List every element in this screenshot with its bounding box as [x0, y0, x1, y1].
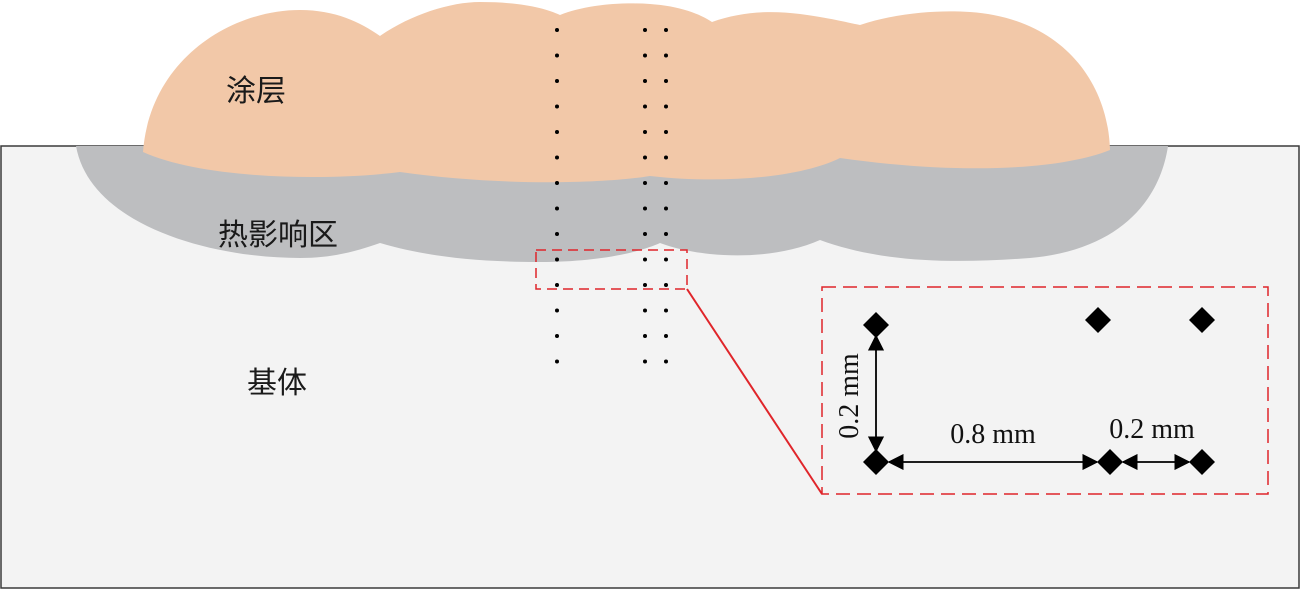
- substrate-label: 基体: [247, 366, 307, 401]
- horizontal-spacing-small-label: 0.2 mm: [1109, 414, 1195, 445]
- indentation-dot: [643, 232, 647, 236]
- haz-label: 热影响区: [218, 218, 338, 253]
- indentation-dot: [664, 334, 668, 338]
- indentation-dot: [643, 155, 647, 160]
- indentation-dot: [664, 232, 668, 236]
- indentation-dot: [555, 257, 559, 262]
- indentation-dot: [643, 28, 647, 32]
- coating-label: 涂层: [226, 74, 286, 109]
- magnified-region-outline: [535, 249, 688, 290]
- indentation-dot: [643, 308, 647, 313]
- indent-marker: [1097, 449, 1123, 475]
- indent-marker: [1189, 307, 1215, 333]
- indentation-dot: [664, 155, 668, 160]
- indentation-dot: [555, 130, 559, 134]
- indentation-dot: [664, 53, 668, 58]
- indentation-dot: [555, 28, 559, 32]
- indentation-dot: [664, 28, 668, 32]
- indentation-dot: [555, 181, 559, 185]
- indentation-dot: [643, 130, 647, 134]
- coating-layer: [143, 2, 1110, 183]
- indentation-dot: [664, 308, 668, 313]
- indent-marker: [1189, 449, 1215, 475]
- indentation-dot: [555, 79, 559, 83]
- indentation-dot: [664, 181, 668, 185]
- indentation-dot: [555, 283, 559, 287]
- vertical-spacing-label: 0.2 mm: [834, 353, 865, 439]
- indent-marker: [863, 312, 889, 338]
- indentation-dot-columns: [555, 28, 668, 364]
- indent-marker: [1085, 307, 1111, 333]
- indentation-dot: [643, 181, 647, 185]
- indentation-dot: [555, 359, 559, 364]
- zoom-connector-line: [686, 288, 823, 495]
- indentation-dot: [664, 359, 668, 364]
- indentation-dot: [555, 155, 559, 160]
- indentation-dot: [555, 53, 559, 58]
- indentation-dot: [555, 104, 559, 109]
- indentation-dot: [643, 53, 647, 58]
- indentation-dot: [643, 359, 647, 364]
- indentation-dot: [555, 334, 559, 338]
- indentation-markers: [863, 307, 1215, 475]
- indentation-dot: [664, 257, 668, 262]
- indentation-dot: [664, 79, 668, 83]
- indentation-dot: [664, 206, 668, 211]
- indentation-dot: [555, 308, 559, 313]
- indentation-dot: [643, 206, 647, 211]
- indentation-dot: [664, 283, 668, 287]
- indentation-dot: [643, 79, 647, 83]
- indentation-dot: [555, 206, 559, 211]
- indent-marker: [863, 449, 889, 475]
- indentation-dot: [643, 334, 647, 338]
- indentation-dot: [664, 130, 668, 134]
- indentation-dot: [643, 283, 647, 287]
- indentation-dot: [643, 257, 647, 262]
- indentation-dot: [555, 232, 559, 236]
- indentation-dot: [664, 104, 668, 109]
- indentation-dot: [643, 104, 647, 109]
- horizontal-spacing-large-label: 0.8 mm: [950, 419, 1036, 450]
